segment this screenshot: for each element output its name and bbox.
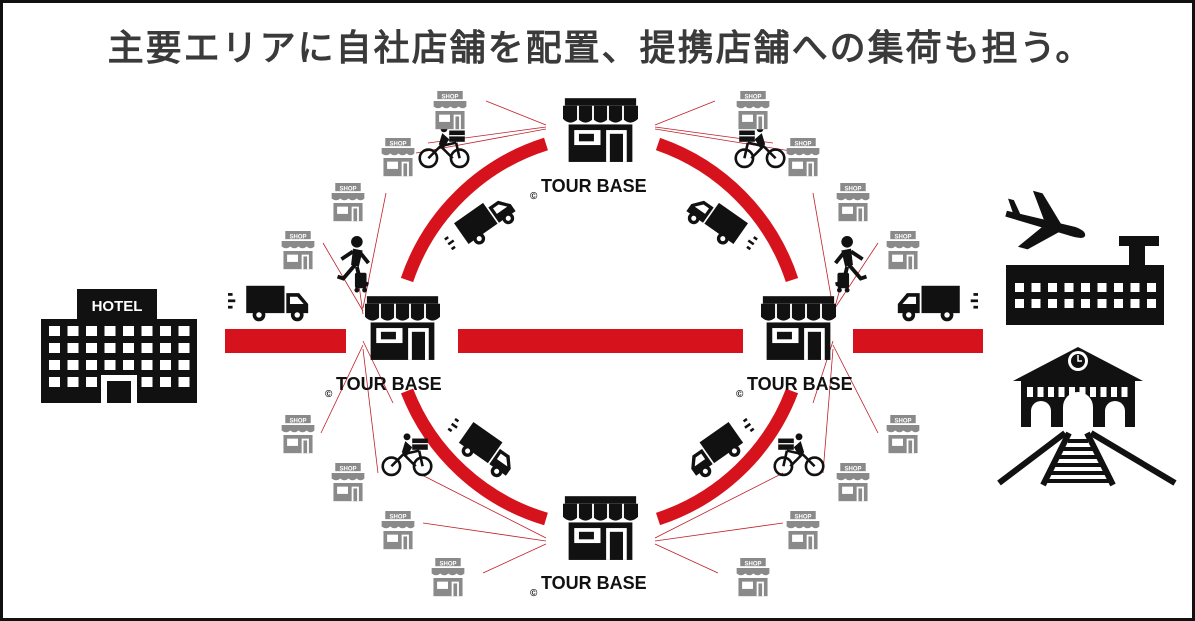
- shop-label: SHOP: [894, 235, 911, 241]
- store-caption-left: © TOUR BASE: [325, 374, 442, 400]
- store-icon: [563, 98, 638, 163]
- copyright-mark: ©: [325, 389, 333, 400]
- store-caption: TOUR BASE: [336, 374, 442, 394]
- shop-label: SHOP: [744, 562, 761, 568]
- shop-icon: SHOP: [886, 231, 920, 270]
- copyright-mark: ©: [530, 588, 538, 599]
- store-icon: [563, 496, 638, 561]
- airport-terminal-icon: [1006, 236, 1164, 325]
- shop-label: SHOP: [289, 419, 306, 425]
- cargo-bike-icon: [418, 125, 470, 169]
- delivery-truck-icon: [897, 285, 978, 322]
- shop-label: SHOP: [844, 467, 861, 473]
- shop-icon: SHOP: [281, 415, 315, 454]
- ring-route: [400, 137, 799, 526]
- shop-icon: SHOP: [786, 138, 820, 177]
- trunk-route: [225, 329, 983, 353]
- partner-shops: SHOP SHOP SHOP SHOP SHOP SHOP SHOP SHOP SHOP SHOP…: [281, 91, 920, 597]
- shop-icon: SHOP: [736, 558, 770, 597]
- cargo-bike-icon: [381, 433, 433, 477]
- store-caption: TOUR BASE: [747, 374, 853, 394]
- shop-label: SHOP: [389, 515, 406, 521]
- train-station-icon: [997, 347, 1177, 487]
- cargo-bike-icon: [734, 125, 786, 169]
- shop-label: SHOP: [289, 235, 306, 241]
- store-caption-top: © TOUR BASE: [530, 176, 647, 202]
- shop-icon: SHOP: [433, 91, 467, 130]
- shop-label: SHOP: [744, 95, 761, 101]
- store-caption-right: © TOUR BASE: [736, 374, 853, 400]
- pickup-spokes: [320, 100, 879, 574]
- store-caption-bottom: © TOUR BASE: [530, 573, 647, 599]
- shop-icon: SHOP: [331, 463, 365, 502]
- delivery-truck-icon: [440, 412, 521, 482]
- shop-label: SHOP: [794, 142, 811, 148]
- shop-icon: SHOP: [836, 183, 870, 222]
- shop-label: SHOP: [389, 142, 406, 148]
- headline: 主要エリアに自社店舗を配置、提携店舗への集荷も担う。: [107, 28, 1094, 69]
- airplane-icon: [1005, 190, 1086, 250]
- shop-label: SHOP: [339, 187, 356, 193]
- store-icon: [761, 296, 836, 361]
- shop-icon: SHOP: [331, 183, 365, 222]
- shop-icon: SHOP: [281, 231, 315, 270]
- shop-icon: SHOP: [381, 511, 415, 550]
- shop-label: SHOP: [844, 187, 861, 193]
- hotel-label: HOTEL: [92, 298, 143, 315]
- hotel-icon: HOTEL: [41, 289, 197, 403]
- logistics-network-diagram: HOTEL: [41, 91, 1177, 599]
- shop-label: SHOP: [339, 467, 356, 473]
- store-caption: TOUR BASE: [541, 176, 647, 196]
- shop-icon: SHOP: [381, 138, 415, 177]
- shop-label: SHOP: [441, 95, 458, 101]
- shop-icon: SHOP: [886, 415, 920, 454]
- store-caption: TOUR BASE: [541, 573, 647, 593]
- shop-label: SHOP: [794, 515, 811, 521]
- shop-label: SHOP: [894, 419, 911, 425]
- cargo-bike-icon: [773, 433, 825, 477]
- copyright-mark: ©: [530, 191, 538, 202]
- porter-icon: [335, 236, 371, 294]
- shop-icon: SHOP: [786, 511, 820, 550]
- shop-icon: SHOP: [836, 463, 870, 502]
- shop-icon: SHOP: [431, 558, 465, 597]
- store-icon: [365, 296, 440, 361]
- shop-icon: SHOP: [736, 91, 770, 130]
- copyright-mark: ©: [736, 389, 744, 400]
- delivery-truck-icon: [228, 285, 309, 322]
- delivery-truck-icon: [681, 412, 762, 482]
- shop-label: SHOP: [439, 562, 456, 568]
